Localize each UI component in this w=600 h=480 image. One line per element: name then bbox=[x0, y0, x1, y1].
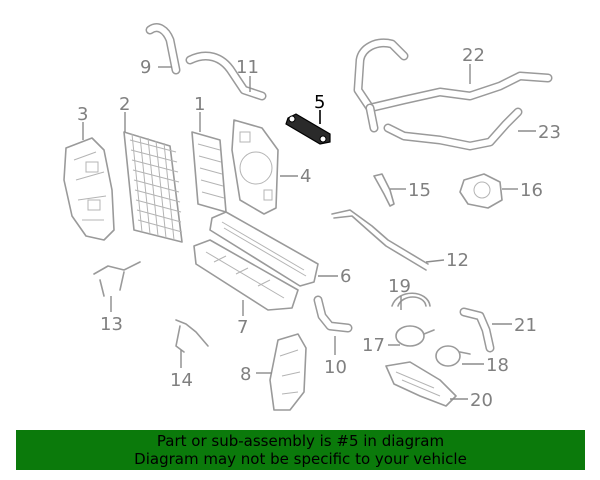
part-1-radiator bbox=[191, 131, 227, 213]
part-16-pump bbox=[459, 173, 503, 209]
part-8-lower-bracket bbox=[269, 333, 307, 411]
part-14-bracket bbox=[175, 319, 209, 353]
callout-21: 21 bbox=[514, 315, 537, 336]
part-9-hose bbox=[145, 23, 181, 75]
callout-11: 11 bbox=[236, 57, 259, 78]
part-22-hose-assembly bbox=[353, 38, 553, 133]
callout-12: 12 bbox=[446, 250, 469, 271]
callout-6: 6 bbox=[340, 266, 351, 287]
part-20-plate bbox=[385, 361, 457, 407]
callout-10: 10 bbox=[324, 357, 347, 378]
callout-15: 15 bbox=[408, 180, 431, 201]
part-10-hose bbox=[313, 295, 353, 333]
callout-22: 22 bbox=[462, 45, 485, 66]
parts-diagram: 1 2 3 4 5 6 7 8 9 10 11 12 13 14 15 16 1… bbox=[63, 23, 561, 411]
callout-5-highlighted: 5 bbox=[314, 92, 325, 113]
callout-17: 17 bbox=[362, 335, 385, 356]
part-13-bracket bbox=[93, 261, 141, 297]
callout-20: 20 bbox=[470, 390, 493, 411]
part-19-clamp bbox=[391, 292, 431, 307]
callout-labels: 1 2 3 4 5 6 7 8 9 10 11 12 13 14 15 16 1… bbox=[77, 45, 561, 411]
part-23-hose bbox=[383, 107, 523, 151]
part-2-condenser bbox=[123, 131, 183, 243]
part-4-fan-shroud bbox=[231, 119, 279, 215]
part-11-hose bbox=[185, 51, 267, 101]
info-banner: Part or sub-assembly is #5 in diagram Di… bbox=[16, 430, 585, 470]
part-18-pump bbox=[435, 345, 471, 367]
banner-line-2: Diagram may not be specific to your vehi… bbox=[134, 450, 467, 468]
part-17-pump bbox=[395, 325, 435, 347]
callout-18: 18 bbox=[486, 355, 509, 376]
callout-16: 16 bbox=[520, 180, 543, 201]
part-15-bracket bbox=[373, 173, 395, 207]
part-12-hose bbox=[331, 209, 429, 271]
part-6-charge-air-cooler bbox=[209, 211, 319, 287]
callout-2: 2 bbox=[119, 94, 130, 115]
callout-1: 1 bbox=[194, 94, 205, 115]
callout-19: 19 bbox=[388, 276, 411, 297]
callout-13: 13 bbox=[100, 314, 123, 335]
callout-14: 14 bbox=[170, 370, 193, 391]
callout-7: 7 bbox=[237, 317, 248, 338]
banner-line-1: Part or sub-assembly is #5 in diagram bbox=[156, 432, 445, 450]
callout-3: 3 bbox=[77, 104, 88, 125]
part-7-lower-tank bbox=[193, 239, 299, 311]
leader-lines bbox=[82, 64, 536, 400]
part-5-highlighted-bracket bbox=[285, 113, 331, 145]
part-21-hose bbox=[459, 307, 495, 353]
callout-23: 23 bbox=[538, 122, 561, 143]
callout-9: 9 bbox=[140, 57, 151, 78]
callout-4: 4 bbox=[300, 166, 311, 187]
callout-8: 8 bbox=[240, 364, 251, 385]
part-3-side-shroud bbox=[63, 137, 115, 241]
